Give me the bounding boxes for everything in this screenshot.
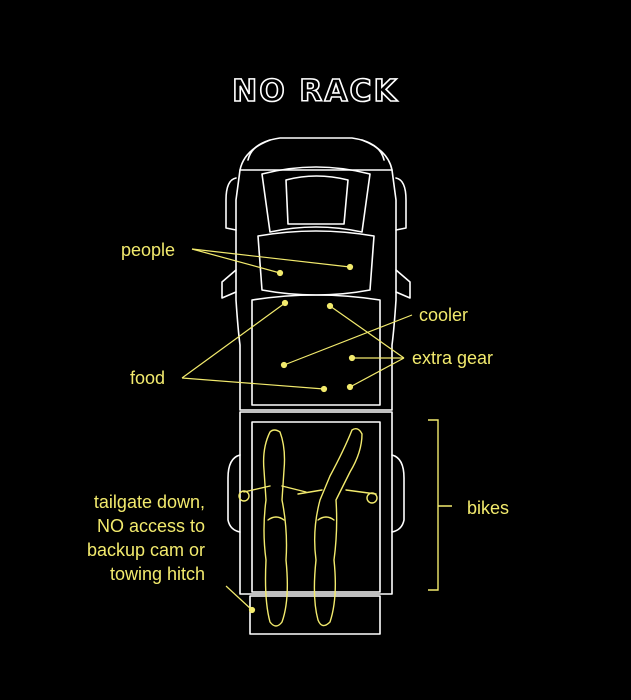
callout-line-food-2 (181, 377, 325, 390)
callout-line-food-1 (181, 302, 286, 379)
callout-dot-food-1 (281, 299, 289, 307)
callout-line-tailgate (225, 585, 253, 611)
diagram-title: NO RACK (231, 73, 399, 110)
bike-left (238, 429, 307, 627)
callout-dot-cooler (280, 361, 288, 369)
label-tailgate-line-2: NO access to (96, 516, 205, 536)
label-people: people (121, 240, 176, 260)
callout-dot-people-1 (276, 269, 284, 277)
bikes-bracket (428, 419, 452, 591)
label-tailgate-line-4: towing hitch (109, 564, 205, 584)
label-tailgate-line-3: backup cam or (86, 540, 205, 560)
callout-line-people-2 (191, 248, 351, 268)
callout-dot-gear-2 (348, 354, 356, 362)
callout-line-gear-3 (349, 357, 405, 388)
callout-dot-tailgate (248, 606, 256, 614)
callout-dot-gear-1 (326, 302, 334, 310)
label-bikes: bikes (467, 498, 510, 518)
truck-mirror-left (221, 269, 237, 299)
callout-dot-food-2 (320, 385, 328, 393)
callouts (181, 248, 413, 614)
truck-windshield (261, 166, 371, 233)
truck-roof (257, 230, 375, 296)
truck-mirror-right (395, 269, 411, 299)
bike-right (297, 427, 378, 627)
label-tailgate-line-1: tailgate down, (93, 492, 205, 512)
truck-bed (239, 411, 393, 595)
label-food: food (130, 368, 166, 388)
truck-cab (235, 169, 397, 411)
callout-line-people-1 (191, 248, 281, 274)
callout-dot-gear-3 (346, 383, 354, 391)
label-extra-gear: extra gear (412, 348, 494, 368)
callout-line-gear-1 (329, 305, 405, 359)
callout-dot-people-2 (346, 263, 354, 271)
bikes (238, 427, 378, 627)
callout-line-cooler (283, 314, 413, 366)
truck-outline (221, 137, 411, 635)
label-cooler: cooler (419, 305, 469, 325)
